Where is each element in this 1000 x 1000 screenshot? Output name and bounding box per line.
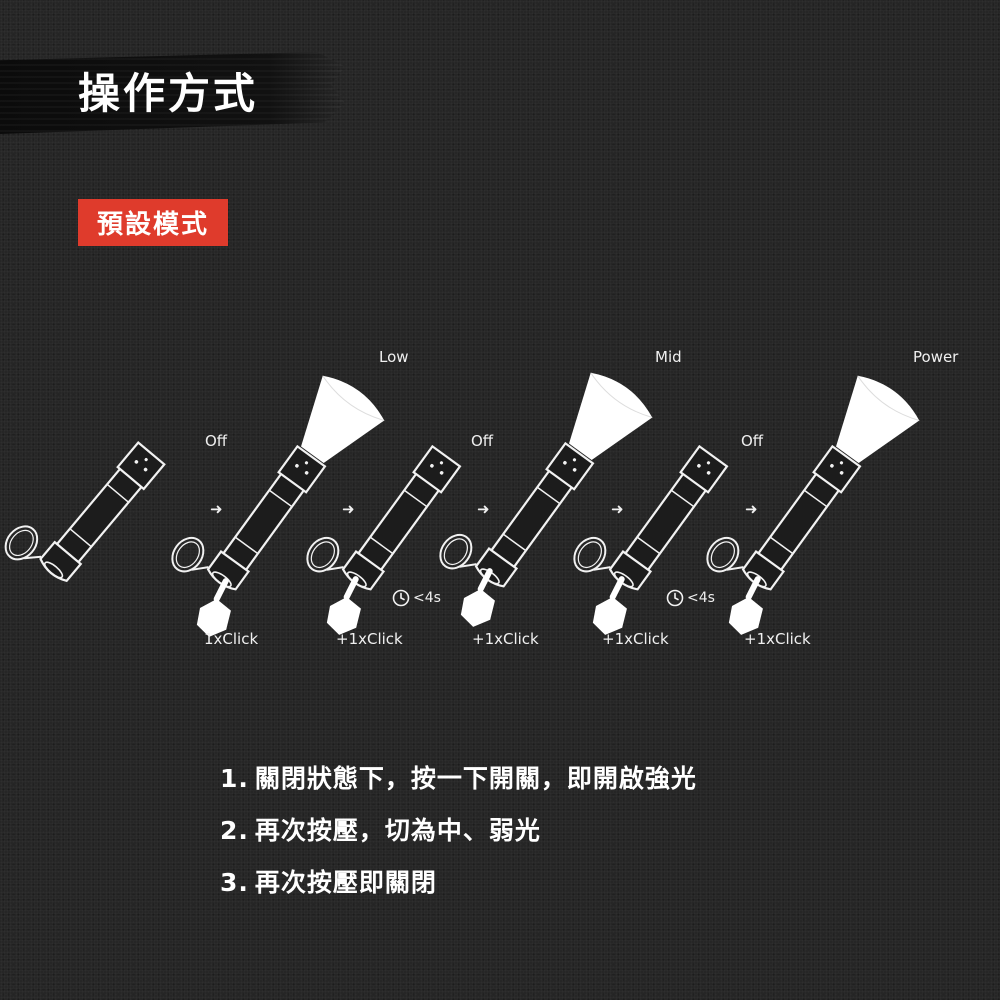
- clock-icon: [392, 589, 410, 607]
- clock-icon: [666, 589, 684, 607]
- state-label-low: Low: [379, 348, 409, 366]
- timer-label-1: <4s: [413, 590, 441, 606]
- flashlight-off-1: [0, 416, 166, 596]
- instruction-list: 1.關閉狀態下，按一下開關，即開啟強光 2.再次按壓，切為中、弱光 3.再次按壓…: [220, 757, 697, 913]
- state-label-mid: Mid: [655, 348, 682, 366]
- page-title: 操作方式: [78, 69, 259, 118]
- press-hand-icon-4: [586, 579, 630, 636]
- timer-label-2: <4s: [687, 590, 715, 606]
- state-label-power: Power: [913, 348, 959, 366]
- arrow-icon-4: ➜: [611, 500, 624, 518]
- instruction-number: 2.: [220, 816, 249, 845]
- default-mode-badge: 預設模式: [78, 199, 228, 246]
- instruction-text: 再次按壓，切為中、弱光: [254, 816, 541, 845]
- state-label-off-1: Off: [205, 432, 228, 450]
- instruction-number: 3.: [220, 868, 249, 897]
- instruction-number: 1.: [220, 764, 249, 793]
- state-label-off-2: Off: [471, 432, 494, 450]
- flashlight-power: [699, 368, 926, 606]
- click-label-3: +1xClick: [472, 630, 539, 648]
- operation-diagram: Off Low Off Mid Off Power ➜ ➜ ➜ ➜ ➜ <4s …: [0, 330, 1000, 670]
- arrow-icon-3: ➜: [477, 500, 490, 518]
- instruction-item: 2.再次按壓，切為中、弱光: [220, 809, 697, 861]
- instruction-item: 3.再次按壓即關閉: [220, 861, 697, 913]
- timer-indicator-2: <4s: [666, 589, 715, 607]
- click-label-4: +1xClick: [602, 630, 669, 648]
- instruction-item: 1.關閉狀態下，按一下開關，即開啟強光: [220, 757, 697, 809]
- click-label-1: 1xClick: [204, 630, 259, 648]
- title-brush-band: [0, 52, 345, 134]
- click-label-5: +1xClick: [744, 630, 811, 648]
- flashlight-sequence-drawing: [0, 365, 926, 670]
- arrow-icon-5: ➜: [745, 500, 758, 518]
- click-label-2: +1xClick: [336, 630, 403, 648]
- instruction-text: 關閉狀態下，按一下開關，即開啟強光: [254, 764, 697, 793]
- press-hand-icon-5: [722, 579, 766, 636]
- state-label-off-3: Off: [741, 432, 764, 450]
- arrow-icon-1: ➜: [210, 500, 223, 518]
- timer-indicator-1: <4s: [392, 589, 441, 607]
- press-hand-icon-2: [320, 579, 364, 636]
- instruction-text: 再次按壓即關閉: [254, 868, 437, 897]
- arrow-icon-2: ➜: [342, 500, 355, 518]
